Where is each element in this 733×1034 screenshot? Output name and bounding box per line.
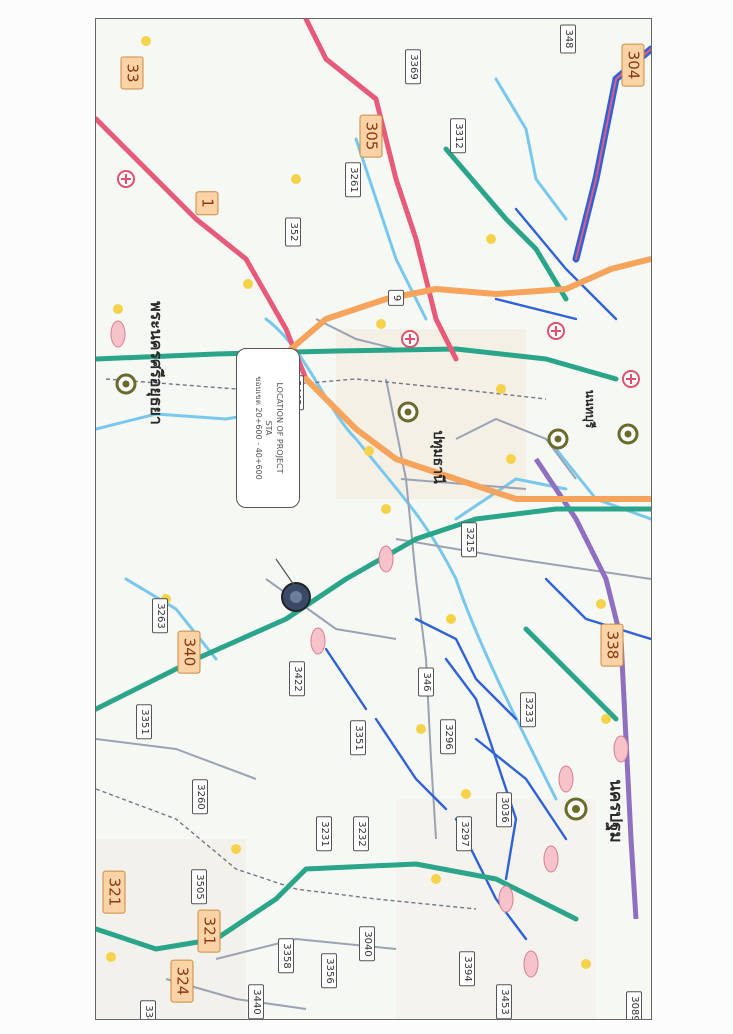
road <box>514 207 618 321</box>
callout-pointer <box>275 558 295 586</box>
red-routes <box>96 19 459 382</box>
road <box>474 737 568 841</box>
route-ring-link <box>443 146 569 302</box>
callout-title: LOCATION OF PROJECT <box>275 382 285 474</box>
callout-range: ขอบเขต 20+600 - 40+600 <box>253 376 263 480</box>
road <box>96 738 257 780</box>
road <box>324 647 368 711</box>
route-main-corridor <box>96 346 619 382</box>
road <box>444 657 518 881</box>
road <box>414 617 518 721</box>
callout-station: STA <box>264 420 274 436</box>
orange-expressway-line <box>253 256 651 502</box>
canal <box>454 477 568 521</box>
city-markers <box>115 373 639 821</box>
canal <box>494 77 568 221</box>
settlement-dots <box>106 36 611 969</box>
road <box>544 577 651 641</box>
route-321-324-line <box>96 861 579 952</box>
minor-roads <box>96 318 651 1010</box>
road <box>395 538 651 580</box>
project-location-callout: LOCATION OF PROJECT STA ขอบเขต 20+600 - … <box>188 348 348 508</box>
canal <box>354 137 428 321</box>
road-map[interactable]: 1 33 304 305 340 338 321 321 324 348 336… <box>95 18 652 1020</box>
road <box>455 417 577 480</box>
canal <box>124 577 218 661</box>
river <box>264 317 558 801</box>
road <box>374 717 448 811</box>
railway <box>105 378 547 400</box>
railway <box>96 788 477 910</box>
hospital-icons <box>117 170 640 388</box>
district-badges <box>110 320 629 978</box>
railways <box>96 378 547 910</box>
route-1-line <box>96 116 309 382</box>
map-labels: 1 33 304 305 340 338 321 321 324 348 336… <box>96 19 651 1019</box>
route-southern-link <box>523 626 619 722</box>
route-305-line <box>303 19 459 362</box>
road <box>494 297 578 321</box>
road <box>315 318 397 350</box>
